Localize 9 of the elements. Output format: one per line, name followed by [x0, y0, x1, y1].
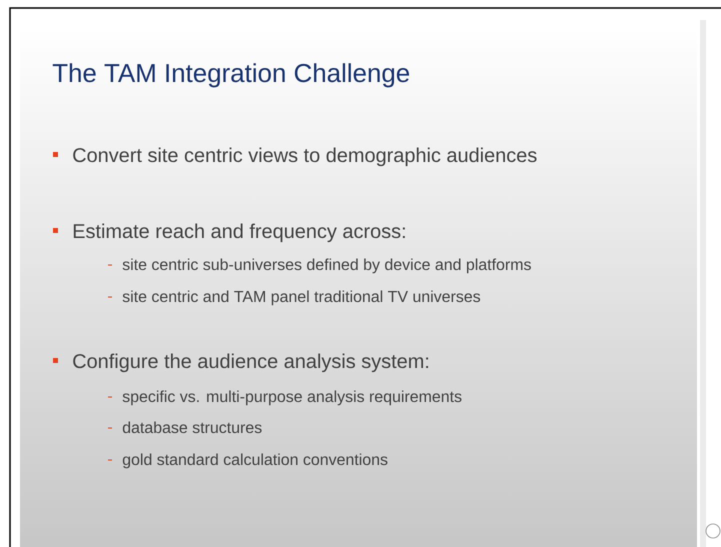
sub-bullet-text: gold standard calculation conventions — [122, 453, 388, 468]
bullet-text: Estimate reach and frequency across: — [74, 224, 405, 242]
sub-bullet-text: database structures — [122, 421, 262, 434]
bullet-text: Configure the audience analysis system: — [73, 354, 428, 372]
sub-bullet-text: site centric sub-universes defined by device and platforms — [122, 258, 531, 274]
slide-title: The TAM Integration Challenge — [52, 63, 410, 88]
sub-bullet-text: site centric and TAM panel traditional TV universes — [122, 290, 480, 306]
sub-bullet-text: specific vs. multi-purpose analysis requirements — [122, 390, 462, 406]
bullet-text: Convert site centric views to demographic audiences — [73, 148, 537, 166]
